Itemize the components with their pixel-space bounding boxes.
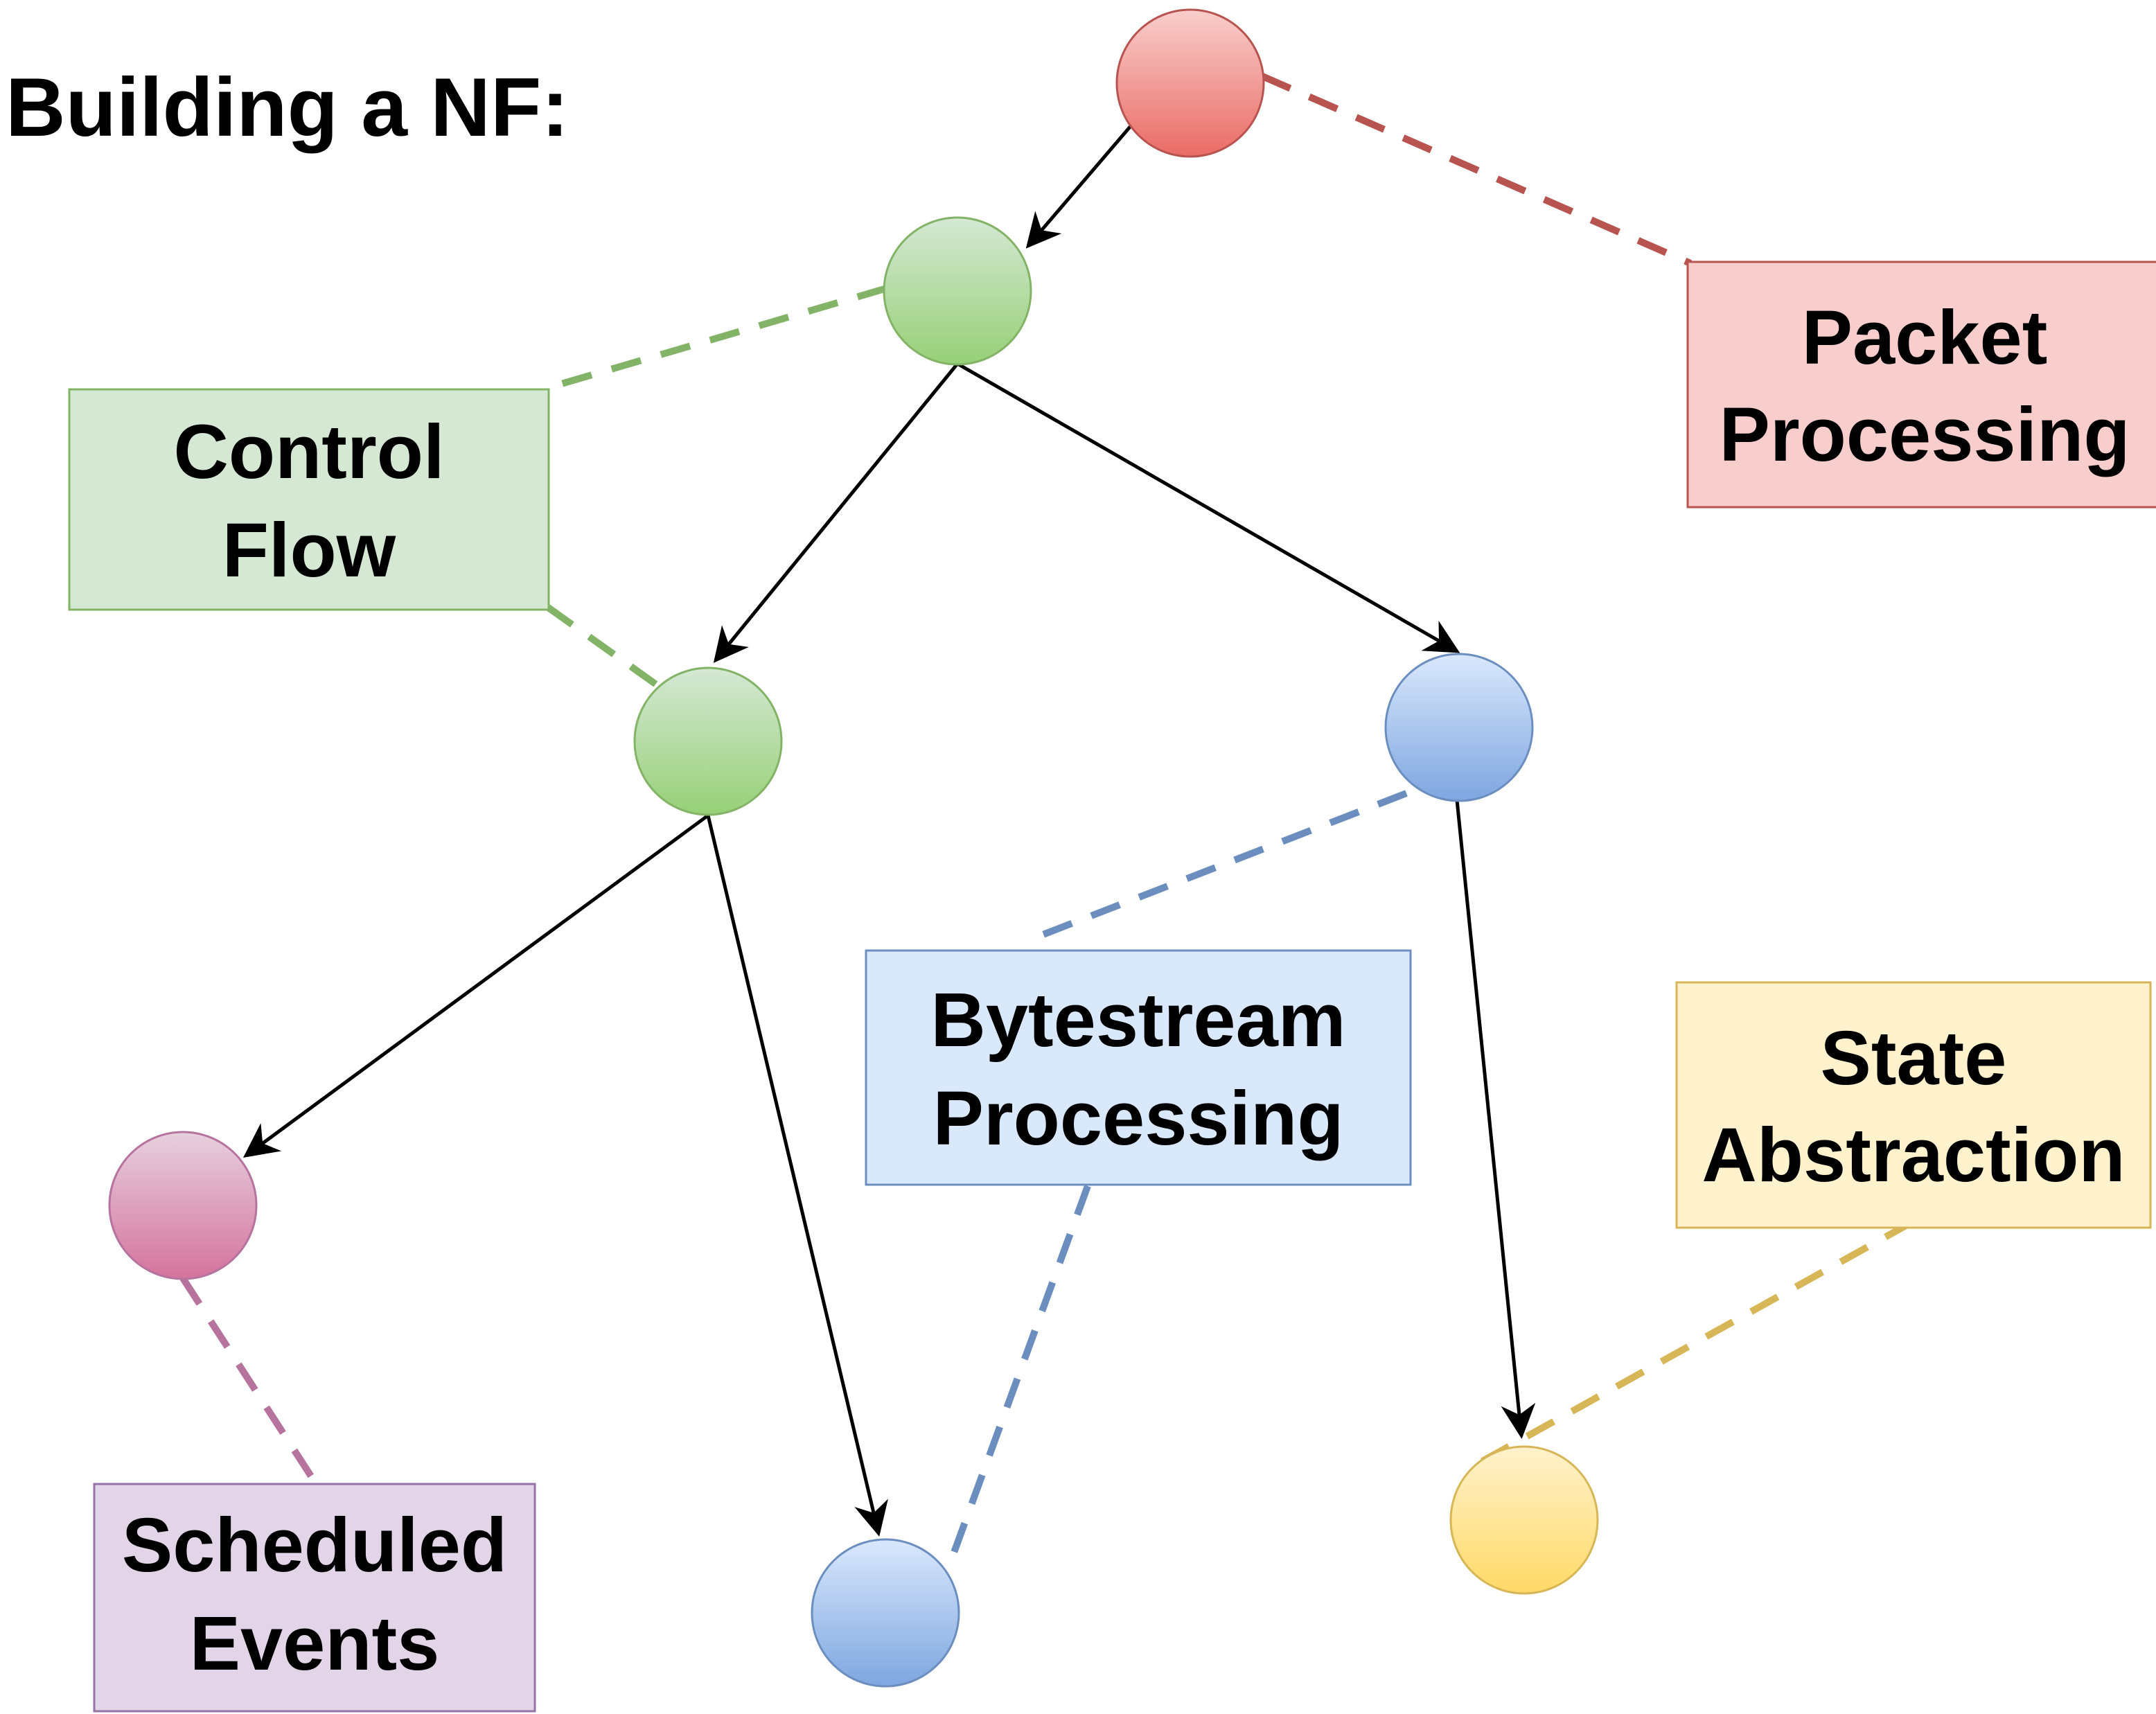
- state-abstraction-box: State Abstraction: [1675, 981, 2152, 1229]
- red-connector: [1260, 73, 1693, 267]
- arrow-green-to-green: [713, 362, 959, 663]
- blue-node-bottom: [811, 1538, 960, 1688]
- scheduled-events-line1: Scheduled: [122, 1503, 507, 1588]
- green-connector-bottom: [545, 603, 660, 689]
- yellow-connector: [1467, 1219, 1914, 1472]
- packet-processing-box: Packet Processing: [1686, 260, 2156, 509]
- control-flow-line1: Control: [173, 409, 444, 495]
- packet-processing-line2: Processing: [1719, 392, 2130, 477]
- bytestream-processing-box: Bytestream Processing: [865, 949, 1412, 1186]
- packet-processing-line1: Packet: [1802, 295, 2048, 380]
- state-abstraction-line1: State: [1821, 1016, 2007, 1101]
- blue-node-right: [1384, 653, 1534, 802]
- arrow-green-to-blue: [956, 362, 1460, 653]
- state-abstraction-line2: Abstraction: [1702, 1113, 2125, 1198]
- control-flow-box: Control Flow: [68, 388, 550, 611]
- blue-connector-bottom: [946, 1185, 1091, 1567]
- arrow-green-to-blue-bottom: [706, 815, 888, 1537]
- blue-connector-top: [1031, 790, 1408, 942]
- green-node-top: [883, 216, 1032, 366]
- green-node-middle: [633, 666, 783, 816]
- scheduled-events-box: Scheduled Events: [93, 1483, 536, 1713]
- arrow-blue-to-yellow: [1455, 799, 1536, 1439]
- control-flow-line2: Flow: [222, 508, 396, 593]
- purple-connector: [179, 1276, 319, 1485]
- diagram-title: Building a NF:: [6, 61, 569, 154]
- arrow-red-to-green: [1025, 125, 1132, 249]
- scheduled-events-line2: Events: [190, 1601, 440, 1686]
- pink-node: [108, 1131, 258, 1280]
- bytestream-processing-line2: Processing: [933, 1076, 1343, 1161]
- red-node: [1115, 8, 1265, 158]
- arrow-green-to-pink: [242, 813, 709, 1158]
- yellow-node: [1449, 1445, 1599, 1595]
- bytestream-processing-line1: Bytestream: [930, 978, 1345, 1063]
- green-connector-top: [546, 285, 888, 391]
